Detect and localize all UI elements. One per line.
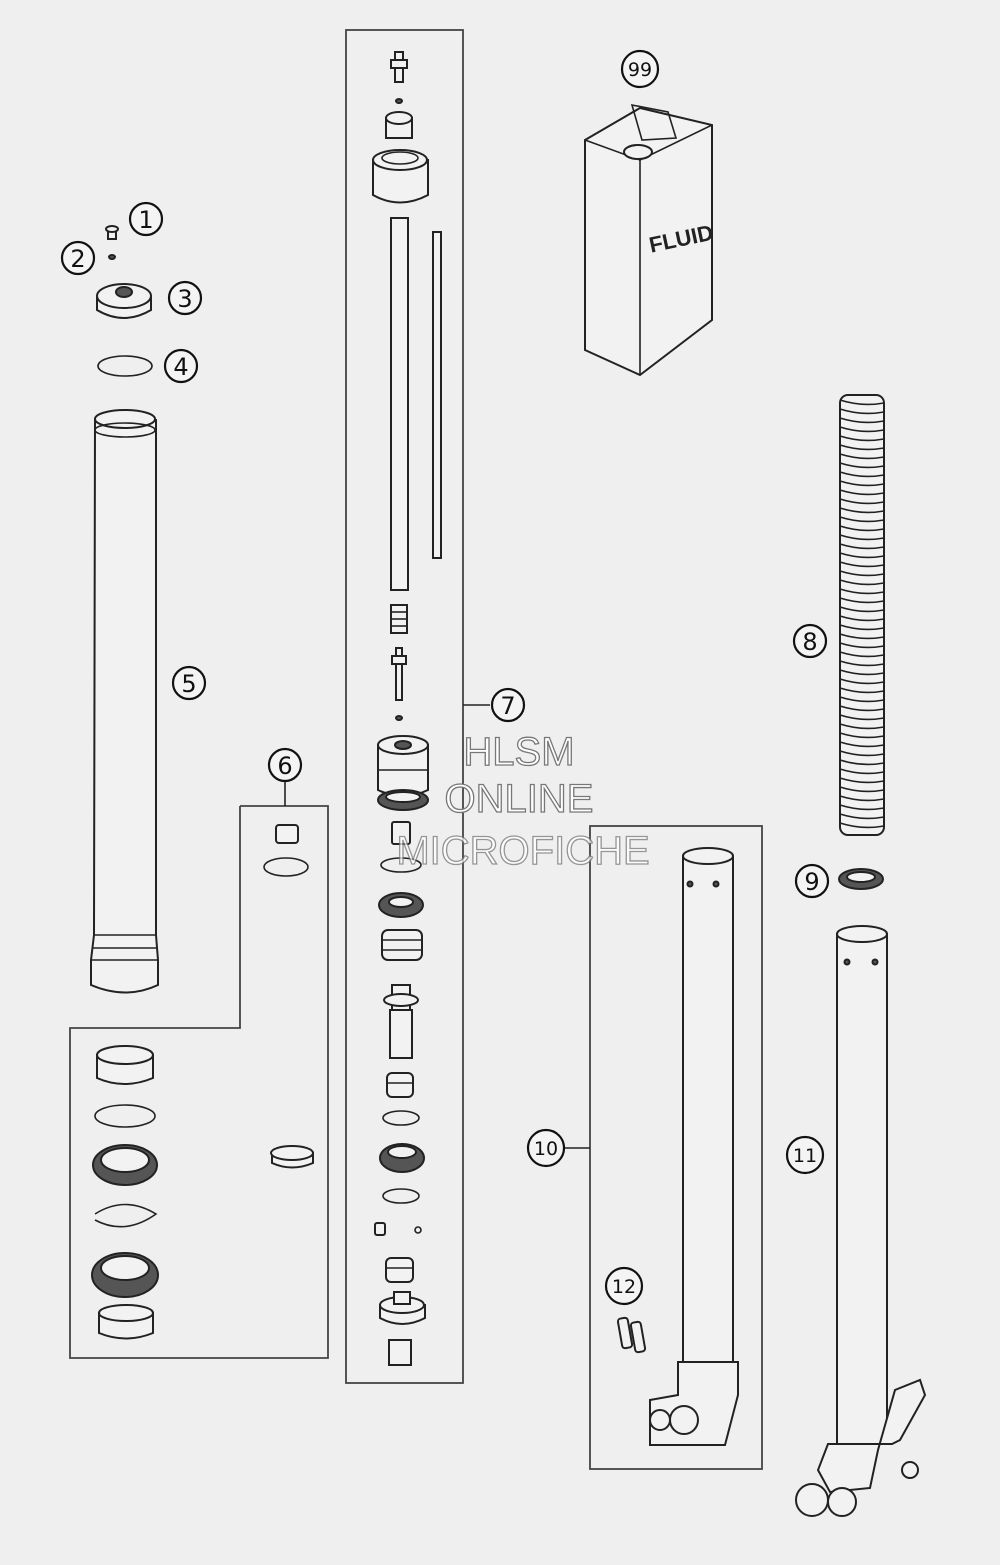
outer-tube-part — [90, 409, 159, 994]
svg-text:12: 12 — [612, 1276, 636, 1298]
group-box-6 — [69, 805, 329, 1359]
piston-ring-part — [377, 789, 429, 811]
spring-small-part — [386, 1072, 414, 1098]
dust-wiper-part — [91, 1252, 159, 1298]
base-nut-part — [379, 1291, 426, 1325]
o-ring-part — [97, 355, 153, 377]
valve-part — [390, 51, 408, 83]
svg-text:11: 11 — [793, 1145, 817, 1167]
nut-part — [385, 111, 413, 139]
spacer-part — [391, 821, 411, 845]
washer-3-part — [382, 1188, 420, 1204]
spring-seat-part — [838, 868, 884, 890]
callout-2: 2 — [60, 240, 96, 276]
svg-text:99: 99 — [628, 59, 652, 81]
small-ball-part — [395, 98, 403, 104]
spring-small-2-part — [385, 1257, 414, 1283]
shim-part — [380, 857, 422, 873]
svg-text:2: 2 — [70, 245, 85, 273]
group-box-7 — [345, 29, 464, 1384]
watermark-line-1: HLSM — [463, 730, 574, 774]
watermark: HLSM ONLINE MICROFICHE — [396, 729, 651, 873]
svg-text:3: 3 — [177, 285, 192, 313]
bushing-part — [96, 1045, 154, 1085]
callout-8: 8 — [792, 623, 828, 659]
damper-rod-part — [390, 217, 409, 591]
callout-1: 1 — [128, 201, 164, 237]
callout-6: 6 — [267, 747, 303, 783]
clamp-bolts-part — [616, 1316, 647, 1354]
bushing-lower-part — [98, 1304, 154, 1340]
svg-text:6: 6 — [277, 752, 292, 780]
svg-text:5: 5 — [181, 670, 196, 698]
rebound-spring-part — [390, 604, 408, 634]
callout-11: 11 — [785, 1135, 825, 1175]
callout-12: 12 — [604, 1266, 644, 1306]
inner-tube-part-11 — [795, 925, 927, 1517]
callout-99: 99 — [620, 49, 660, 89]
watermark-line-3: MICROFICHE — [396, 829, 649, 873]
needle-part — [391, 647, 407, 701]
nozzle-part — [374, 1222, 386, 1236]
washer-part — [108, 254, 116, 260]
adjuster-rod-part — [432, 231, 442, 559]
callout-9: 9 — [794, 863, 830, 899]
damper-cap-part — [372, 149, 429, 204]
inner-tube-part-10 — [649, 847, 739, 1446]
fork-spring-part — [839, 394, 885, 836]
callout-10: 10 — [526, 1128, 566, 1168]
callout-5: 5 — [171, 665, 207, 701]
seal-ring-part — [92, 1144, 158, 1186]
svg-text:1: 1 — [138, 206, 153, 234]
bushing-small-part — [275, 824, 299, 844]
valve-seat-part — [378, 892, 424, 918]
callout-3: 3 — [167, 280, 203, 316]
screw-cap-part — [96, 283, 152, 319]
piston-2-part — [379, 1143, 425, 1173]
svg-text:4: 4 — [173, 353, 188, 381]
small-ball-2-part — [395, 715, 403, 721]
callout-7: 7 — [490, 687, 526, 723]
ball-part — [414, 1226, 422, 1234]
svg-text:9: 9 — [804, 868, 819, 896]
hex-bolt-part — [388, 1339, 412, 1366]
base-valve-part — [383, 984, 419, 1059]
screw-part — [105, 225, 119, 240]
svg-text:7: 7 — [500, 692, 515, 720]
ring-part — [263, 857, 309, 877]
piston-part — [377, 735, 429, 797]
svg-text:10: 10 — [534, 1138, 558, 1160]
fluid-can-part: FLUID — [584, 103, 715, 377]
slide-bushing-part — [270, 1145, 314, 1169]
watermark-line-2: ONLINE — [445, 777, 594, 821]
circlip-part — [94, 1203, 158, 1228]
washer-2-part — [382, 1110, 420, 1126]
callout-4: 4 — [163, 348, 199, 384]
support-washer-part — [94, 1104, 156, 1128]
compression-spring-part — [381, 929, 423, 961]
svg-text:8: 8 — [802, 628, 817, 656]
